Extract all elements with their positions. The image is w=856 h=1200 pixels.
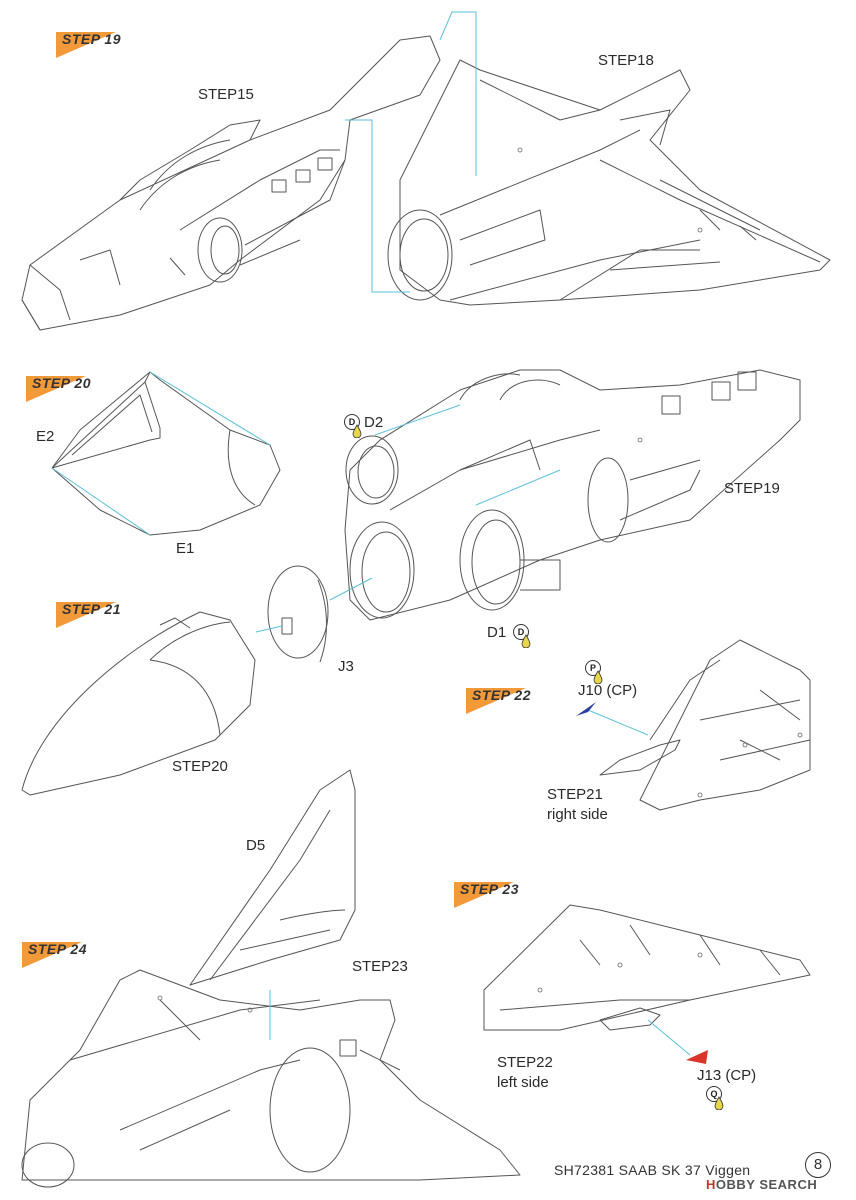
label-step20: STEP20 bbox=[172, 758, 228, 775]
paint-drop-icon bbox=[714, 1096, 724, 1110]
label-j10: J10 (CP) bbox=[578, 682, 638, 699]
step21-nose-drawing bbox=[21, 611, 256, 796]
paint-drop-icon bbox=[593, 670, 603, 684]
j10-clear-part bbox=[576, 702, 596, 716]
label-step22: STEP22 bbox=[497, 1054, 553, 1071]
label-e1: E1 bbox=[176, 540, 195, 557]
step18-wing-drawing bbox=[387, 59, 831, 306]
label-step15: STEP15 bbox=[198, 86, 254, 103]
paint-drop-icon bbox=[521, 634, 531, 648]
label-right-side: right side bbox=[547, 806, 608, 823]
label-step19: STEP19 bbox=[724, 480, 780, 497]
label-d1: D1 bbox=[487, 624, 507, 641]
label-d2: D2 bbox=[364, 414, 384, 431]
step23-fin-drawing bbox=[189, 769, 356, 986]
paint-drop-icon bbox=[352, 424, 362, 438]
step19-fuselage-drawing bbox=[21, 35, 441, 331]
page-number: 8 bbox=[805, 1152, 831, 1178]
label-step21: STEP21 bbox=[547, 786, 603, 803]
step22-right-wing-drawing bbox=[599, 639, 811, 811]
step24-fuselage-drawing bbox=[21, 969, 521, 1188]
step20-canopy-drawing bbox=[51, 371, 281, 536]
product-code: SH72381 SAAB SK 37 Viggen bbox=[554, 1162, 751, 1178]
guide-lines bbox=[51, 11, 691, 1056]
step-19-tag: STEP 19 bbox=[56, 28, 136, 58]
label-step23: STEP23 bbox=[352, 958, 408, 975]
step-21-tag: STEP 21 bbox=[56, 598, 136, 628]
step20-forward-fuselage-drawing bbox=[344, 369, 801, 621]
label-e2: E2 bbox=[36, 428, 55, 445]
label-j3: J3 bbox=[338, 658, 354, 675]
step-24-tag: STEP 24 bbox=[22, 938, 102, 968]
step-22-tag: STEP 22 bbox=[466, 684, 546, 714]
label-step18: STEP18 bbox=[598, 52, 654, 69]
hobby-search-logo: HOBBY SEARCH bbox=[706, 1177, 818, 1192]
label-d5: D5 bbox=[246, 837, 266, 854]
step-20-tag: STEP 20 bbox=[26, 372, 106, 402]
step23-left-wing-drawing bbox=[483, 904, 811, 1031]
j13-clear-part bbox=[686, 1050, 708, 1064]
step-23-tag: STEP 23 bbox=[454, 878, 534, 908]
label-left-side: left side bbox=[497, 1074, 549, 1091]
j3-bulkhead-drawing bbox=[267, 565, 329, 663]
label-j13: J13 (CP) bbox=[697, 1067, 757, 1084]
